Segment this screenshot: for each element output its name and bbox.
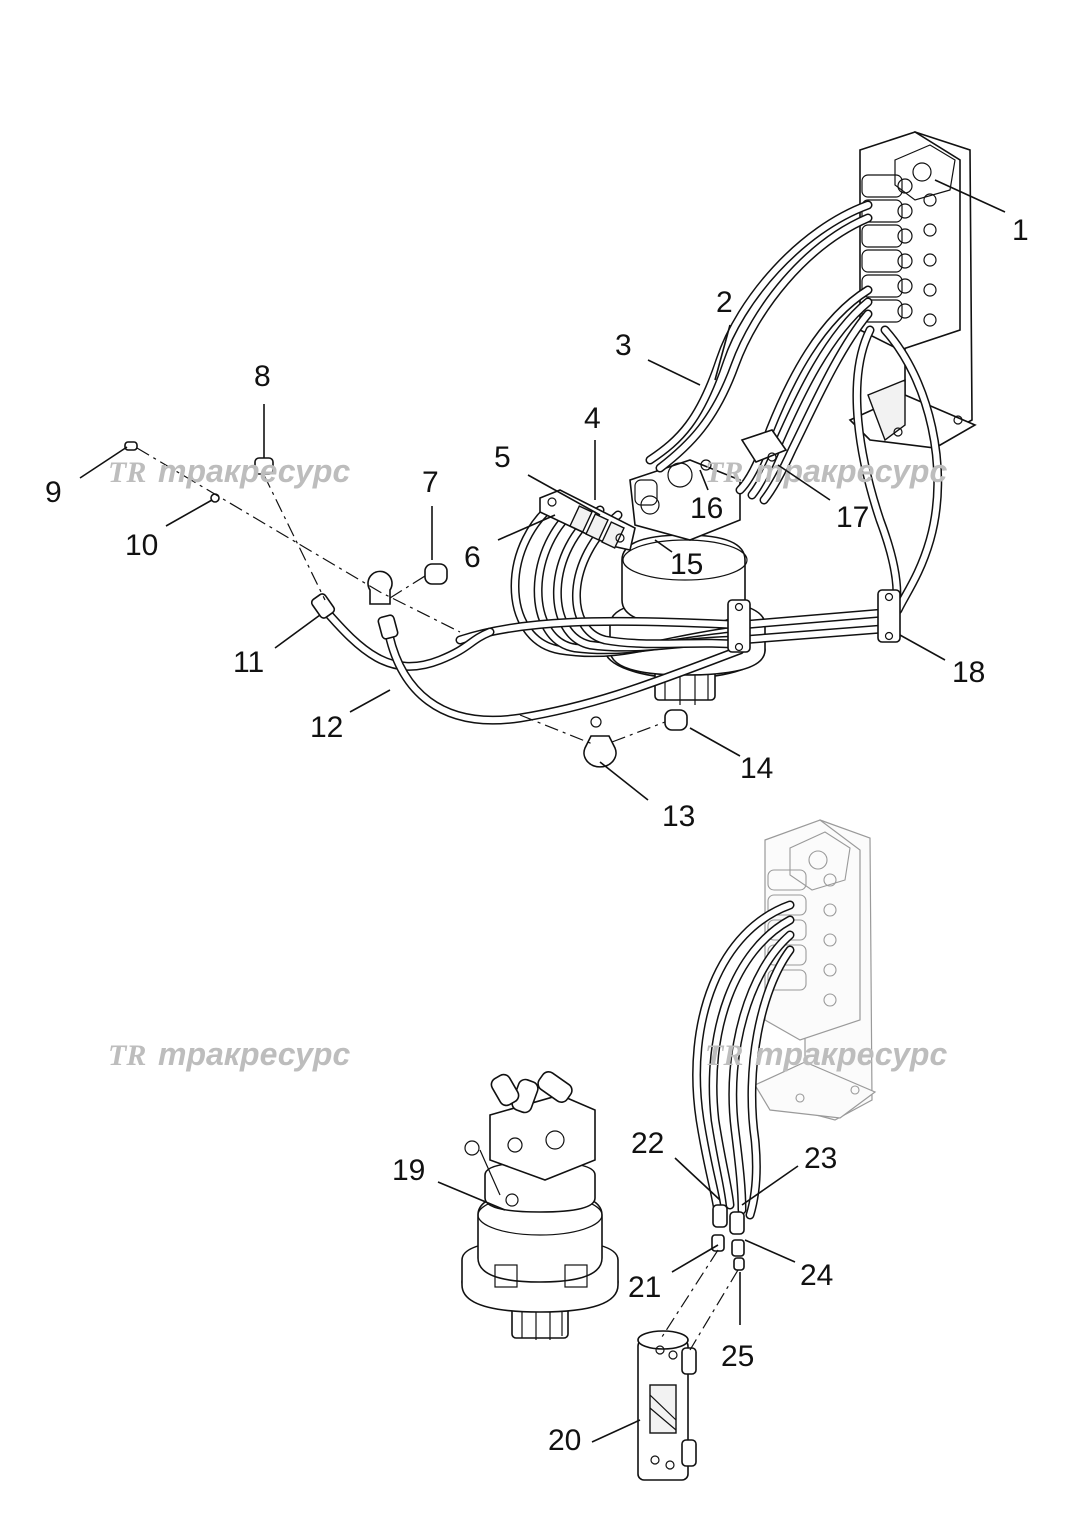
assembly-lines-lower bbox=[659, 1249, 739, 1351]
callout-14: 14 bbox=[740, 752, 773, 785]
svg-text:тракресурс: тракресурс bbox=[755, 1036, 947, 1072]
clamp-small-upper bbox=[367, 570, 393, 605]
callout-12: 12 bbox=[310, 711, 343, 744]
callout-22: 22 bbox=[631, 1127, 664, 1160]
svg-text:тракресурс: тракресурс bbox=[158, 1036, 350, 1072]
callout-19: 19 bbox=[392, 1154, 425, 1187]
hoses-to-clamp-18 bbox=[852, 325, 943, 615]
callout-labels: 1 2 3 4 5 6 7 8 9 10 11 12 13 14 15 16 1… bbox=[45, 214, 1029, 1457]
callout-24: 24 bbox=[800, 1259, 833, 1292]
callout-3: 3 bbox=[615, 329, 632, 362]
bushing-7 bbox=[424, 563, 448, 585]
hose-12 bbox=[377, 614, 745, 725]
callout-5: 5 bbox=[494, 441, 511, 474]
callout-6: 6 bbox=[464, 541, 481, 574]
svg-text:тракресурс: тракресурс bbox=[755, 453, 947, 489]
callout-20: 20 bbox=[548, 1424, 581, 1457]
callout-2: 2 bbox=[716, 286, 733, 319]
swing-motor-19 bbox=[461, 1071, 619, 1340]
assembly-lines-upper bbox=[136, 447, 666, 746]
callout-21: 21 bbox=[628, 1271, 661, 1304]
hose-11 bbox=[310, 593, 495, 671]
watermark-bottom-right: TR тракресурс bbox=[705, 1036, 947, 1072]
clamp-18 bbox=[727, 589, 901, 653]
watermark-bottom-left: TR тракресурс bbox=[108, 1036, 350, 1072]
svg-text:TR: TR bbox=[705, 456, 743, 489]
callout-17: 17 bbox=[836, 501, 869, 534]
control-valve-upper bbox=[848, 131, 977, 449]
clamp-17 bbox=[740, 429, 788, 463]
callout-25: 25 bbox=[721, 1340, 754, 1373]
bolt-9 bbox=[124, 441, 138, 451]
callout-4: 4 bbox=[584, 402, 601, 435]
callout-18: 18 bbox=[952, 656, 985, 689]
leader-lines bbox=[79, 179, 1006, 1443]
hose-coils bbox=[510, 495, 745, 658]
bushing-14 bbox=[664, 709, 688, 731]
callout-7: 7 bbox=[422, 466, 439, 499]
hose-run-horizontal bbox=[455, 607, 900, 645]
small-parts bbox=[124, 441, 688, 768]
callout-15: 15 bbox=[670, 548, 703, 581]
svg-text:тракресурс: тракресурс bbox=[158, 453, 350, 489]
callout-1: 1 bbox=[1012, 214, 1029, 247]
hoses-lower bbox=[692, 900, 795, 1271]
callout-9: 9 bbox=[45, 476, 62, 509]
callout-11: 11 bbox=[233, 646, 264, 679]
control-valve-lower bbox=[754, 819, 877, 1121]
watermark-top-left: TR тракресурс bbox=[108, 453, 350, 489]
watermark-top-right: TR тракресурс bbox=[705, 453, 947, 489]
clamp-assembly-4-5-6 bbox=[539, 489, 636, 551]
svg-text:TR: TR bbox=[108, 456, 146, 489]
callout-16: 16 bbox=[690, 492, 723, 525]
callout-10: 10 bbox=[125, 529, 158, 562]
callout-23: 23 bbox=[804, 1142, 837, 1175]
swivel-joint-20 bbox=[637, 1330, 697, 1481]
callout-8: 8 bbox=[254, 360, 271, 393]
svg-text:TR: TR bbox=[705, 1039, 743, 1072]
svg-text:TR: TR bbox=[108, 1039, 146, 1072]
callout-13: 13 bbox=[662, 800, 695, 833]
